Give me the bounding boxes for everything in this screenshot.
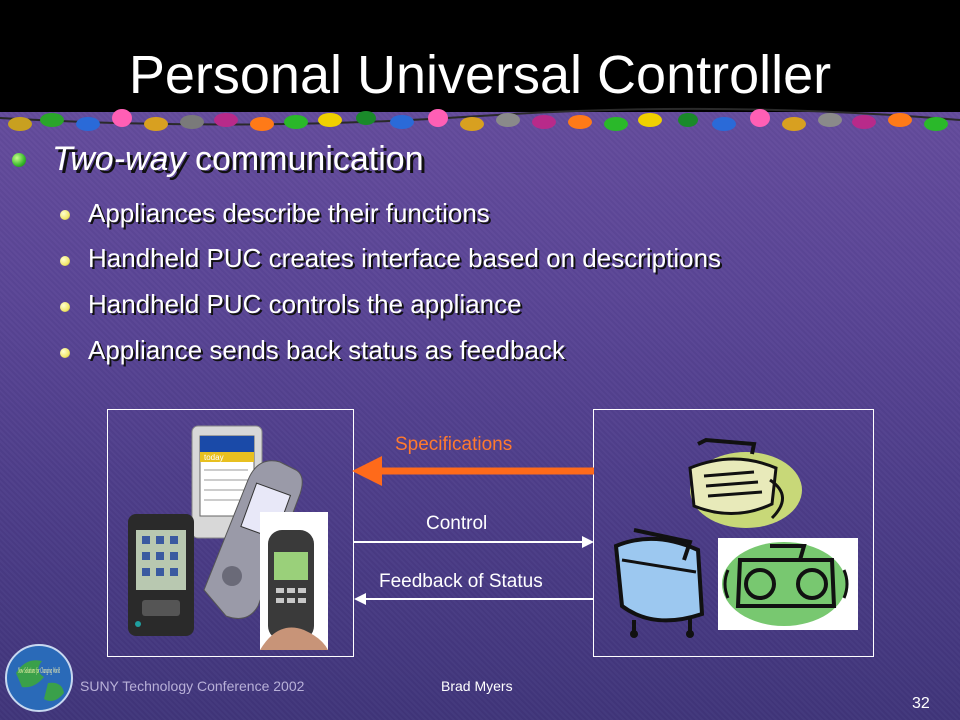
handheld-devices-image: today bbox=[128, 425, 328, 650]
main-bullet-emphasis: Two-way bbox=[52, 140, 186, 178]
specifications-label: Specifications bbox=[395, 434, 513, 455]
radio-icon bbox=[718, 538, 858, 630]
sub-bullet-1: Appliances describe their functions bbox=[88, 198, 490, 228]
main-bullet: Two-way communication bbox=[52, 140, 424, 179]
specifications-arrow bbox=[352, 456, 594, 486]
header-band bbox=[0, 0, 960, 112]
sub-bullet-2: Handheld PUC creates interface based on … bbox=[88, 243, 722, 273]
bullet-dot bbox=[12, 153, 26, 167]
beads bbox=[8, 109, 948, 131]
globe-logo-icon: Now Solutions for Changing World bbox=[5, 644, 73, 712]
cell-phone-icon bbox=[260, 512, 328, 650]
appliances-box bbox=[593, 409, 874, 657]
main-bullet-rest: communication bbox=[185, 140, 424, 178]
handheld-devices-box: today bbox=[107, 409, 354, 657]
printer-icon bbox=[613, 528, 705, 638]
control-label: Control bbox=[426, 513, 488, 534]
control-arrow bbox=[354, 536, 594, 548]
sub-bullet-dot bbox=[60, 256, 70, 266]
footer-conference: SUNY Technology Conference 2002 bbox=[80, 678, 305, 694]
feedback-arrow bbox=[354, 593, 594, 605]
sub-bullet-dot bbox=[60, 348, 70, 358]
communication-arrows bbox=[352, 456, 594, 605]
feedback-label: Feedback of Status bbox=[379, 571, 543, 592]
sub-bullet-dot bbox=[60, 210, 70, 220]
page-number: 32 bbox=[912, 695, 930, 712]
sub-bullet-4: Appliance sends back status as feedback bbox=[88, 335, 565, 365]
screen-today-text: today bbox=[204, 453, 224, 462]
fax-machine-icon bbox=[688, 437, 802, 528]
smart-phone-icon bbox=[203, 460, 303, 619]
slide-title: Personal Universal Controller bbox=[128, 45, 832, 105]
appliances-image bbox=[613, 437, 858, 638]
sub-bullet-dot bbox=[60, 302, 70, 312]
globe-logo-text: Now Solutions for Changing World bbox=[18, 666, 61, 675]
palm-pda-icon bbox=[128, 514, 194, 636]
bead-garland bbox=[0, 107, 960, 131]
footer-author: Brad Myers bbox=[441, 678, 513, 694]
sub-bullet-3: Handheld PUC controls the appliance bbox=[88, 289, 522, 319]
